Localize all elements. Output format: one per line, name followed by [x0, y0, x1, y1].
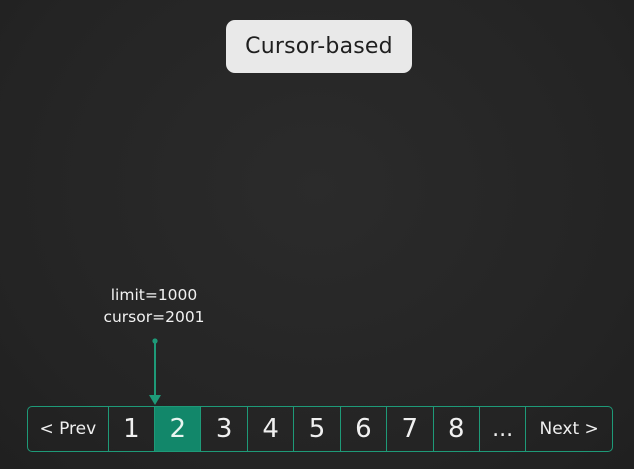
cursor-param: cursor=2001	[103, 308, 205, 326]
page-button-3[interactable]: 3	[201, 407, 248, 451]
page-button-6[interactable]: 6	[341, 407, 388, 451]
page-label: 5	[308, 414, 326, 444]
arrow-head	[149, 395, 161, 405]
title-badge: Cursor-based	[226, 20, 412, 73]
page-label: 6	[355, 414, 372, 444]
page-button-1[interactable]: 1	[109, 407, 156, 451]
prev-button[interactable]: < Prev	[28, 407, 109, 451]
ellipsis-label: ...	[492, 416, 514, 442]
page-button-5[interactable]: 5	[294, 407, 341, 451]
pointer-arrow	[149, 338, 161, 405]
page-label: 8	[447, 414, 465, 444]
page-button-7[interactable]: 7	[387, 407, 434, 451]
request-params: limit=1000 cursor=2001	[84, 284, 224, 328]
next-label: Next >	[539, 419, 599, 439]
page-button-2-active[interactable]: 2	[155, 407, 202, 451]
page-label: 3	[215, 414, 233, 444]
page-button-4[interactable]: 4	[248, 407, 295, 451]
pagination-bar: < Prev 1 2 3 4 5 6 7 8 ... Next >	[27, 406, 613, 452]
limit-param: limit=1000	[110, 286, 198, 304]
page-label: 2	[169, 414, 187, 444]
page-label: 4	[262, 414, 279, 444]
next-button[interactable]: Next >	[526, 407, 612, 451]
title-text: Cursor-based	[245, 34, 393, 59]
page-ellipsis[interactable]: ...	[480, 407, 527, 451]
prev-label: < Prev	[39, 419, 97, 439]
page-button-8[interactable]: 8	[434, 407, 480, 451]
page-label: 7	[401, 414, 419, 444]
page-label: 1	[123, 414, 140, 444]
